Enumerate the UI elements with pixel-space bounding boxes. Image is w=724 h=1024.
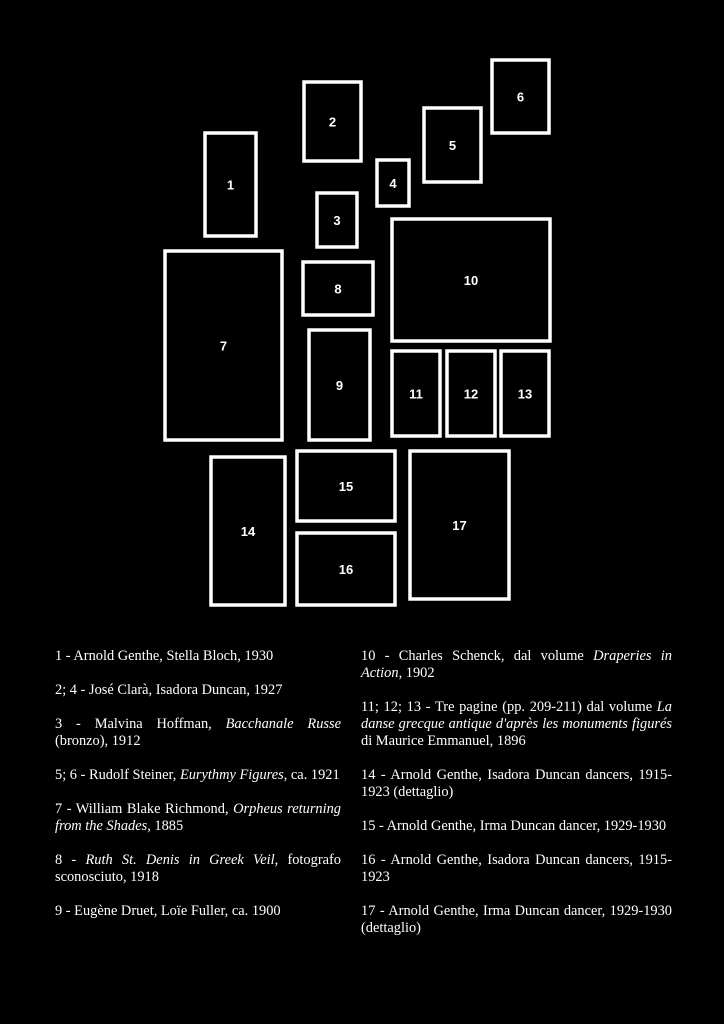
frame-number: 7 <box>220 339 227 354</box>
frame-number: 15 <box>339 479 353 494</box>
frame-11: 11 <box>390 349 442 438</box>
caption-text: , ca. 1921 <box>283 767 340 783</box>
caption: 7 - William Blake Richmond, Orpheus retu… <box>55 801 341 835</box>
caption-title: La danse grecque antique d'après les mon… <box>361 699 672 732</box>
caption-text: di Maurice Emmanuel, 1896 <box>361 733 526 749</box>
frame-10: 10 <box>390 217 552 343</box>
frame-box <box>209 455 287 607</box>
frame-number: 16 <box>339 562 353 577</box>
caption: 1 - Arnold Genthe, Stella Bloch, 1930 <box>55 648 341 665</box>
caption-text: 16 - Arnold Genthe, Isadora Duncan dance… <box>361 852 672 885</box>
frame-number: 10 <box>464 273 478 288</box>
caption-text: , 1885 <box>147 818 184 834</box>
frame-number: 12 <box>464 387 478 402</box>
caption-title: Ruth St. Denis in Greek Veil <box>85 852 275 868</box>
frame-box <box>295 531 397 607</box>
frame-13: 13 <box>499 349 551 438</box>
caption-title: Bacchanale Russe <box>225 716 341 732</box>
frame-1: 1 <box>203 131 258 238</box>
frame-box <box>445 349 497 438</box>
caption-text: 1 - Arnold Genthe, Stella Bloch, 1930 <box>55 648 274 664</box>
caption-text: 17 - Arnold Genthe, Irma Duncan dancer, … <box>361 903 672 936</box>
caption: 10 - Charles Schenck, dal volume Draperi… <box>361 648 672 682</box>
caption-text: 14 - Arnold Genthe, Isadora Duncan dance… <box>361 767 672 800</box>
frame-number: 2 <box>329 115 336 130</box>
frame-14: 14 <box>209 455 287 607</box>
caption: 8 - Ruth St. Denis in Greek Veil, fotogr… <box>55 852 341 886</box>
caption: 14 - Arnold Genthe, Isadora Duncan dance… <box>361 767 672 801</box>
frame-box <box>302 80 363 163</box>
caption-title: Eurythmy Figures <box>179 767 284 783</box>
caption-list-right: 10 - Charles Schenck, dal volume Draperi… <box>361 648 672 954</box>
frame-box <box>307 328 372 442</box>
frame-box <box>390 349 442 438</box>
frame-number: 8 <box>334 282 341 297</box>
frame-box <box>163 249 284 442</box>
frame-16: 16 <box>295 531 397 607</box>
frame-box <box>375 158 411 208</box>
frame-2: 2 <box>302 80 363 163</box>
frame-number: 1 <box>227 178 234 193</box>
caption-text: 3 - Malvina Hoffman, <box>55 716 226 732</box>
frame-number: 3 <box>333 213 340 228</box>
caption-text: 8 - <box>55 852 86 868</box>
caption-title: Draperies in Action <box>361 648 672 681</box>
caption: 2; 4 - José Clarà, Isadora Duncan, 1927 <box>55 682 341 699</box>
frame-box <box>490 58 551 135</box>
frame-5: 5 <box>422 106 483 184</box>
frame-number: 4 <box>389 176 397 191</box>
frame-15: 15 <box>295 449 397 523</box>
caption-text: (bronzo), 1912 <box>55 733 141 749</box>
frame-number: 6 <box>517 90 524 105</box>
caption-text: 15 - Arnold Genthe, Irma Duncan dancer, … <box>361 818 667 834</box>
frame-box <box>301 260 375 317</box>
caption: 5; 6 - Rudolf Steiner, Eurythmy Figures,… <box>55 767 341 784</box>
caption: 11; 12; 13 - Tre pagine (pp. 209-211) da… <box>361 699 672 750</box>
caption-text: 11; 12; 13 - Tre pagine (pp. 209-211) da… <box>361 699 657 715</box>
caption: 17 - Arnold Genthe, Irma Duncan dancer, … <box>361 903 672 937</box>
caption: 9 - Eugène Druet, Loïe Fuller, ca. 1900 <box>55 903 341 920</box>
caption-text: 5; 6 - Rudolf Steiner, <box>55 767 180 783</box>
frame-number: 14 <box>241 524 256 539</box>
frame-number: 11 <box>409 387 423 402</box>
caption-text: 7 - William Blake Richmond, <box>55 801 234 817</box>
frame-box <box>315 191 359 249</box>
caption-text: 9 - Eugène Druet, Loïe Fuller, ca. 1900 <box>55 903 281 919</box>
frame-number: 13 <box>518 387 532 402</box>
frame-4: 4 <box>375 158 411 208</box>
frame-box <box>390 217 552 343</box>
frame-number: 17 <box>452 518 466 533</box>
frame-box <box>499 349 551 438</box>
frame-box <box>422 106 483 184</box>
frame-8: 8 <box>301 260 375 317</box>
frame-box <box>408 449 511 601</box>
caption-text: 10 - Charles Schenck, dal volume <box>361 648 594 664</box>
frame-number: 5 <box>449 138 456 153</box>
caption: 3 - Malvina Hoffman, Bacchanale Russe (b… <box>55 716 341 750</box>
caption: 16 - Arnold Genthe, Isadora Duncan dance… <box>361 852 672 886</box>
frame-3: 3 <box>315 191 359 249</box>
frame-6: 6 <box>490 58 551 135</box>
frame-17: 17 <box>408 449 511 601</box>
frame-9: 9 <box>307 328 372 442</box>
frame-12: 12 <box>445 349 497 438</box>
caption-title: Orpheus returning from the Shades <box>55 801 342 834</box>
caption: 15 - Arnold Genthe, Irma Duncan dancer, … <box>361 818 672 835</box>
frame-7: 7 <box>163 249 284 442</box>
frame-box <box>203 131 258 238</box>
caption-text: , fotografo sconosciuto, 1918 <box>55 852 341 885</box>
caption-text: 2; 4 - José Clarà, Isadora Duncan, 1927 <box>55 682 283 698</box>
frame-number: 9 <box>336 378 343 393</box>
caption-text: , 1902 <box>398 665 435 681</box>
caption-list-left: 1 - Arnold Genthe, Stella Bloch, 1930 2; … <box>55 648 341 937</box>
frame-box <box>295 449 397 523</box>
